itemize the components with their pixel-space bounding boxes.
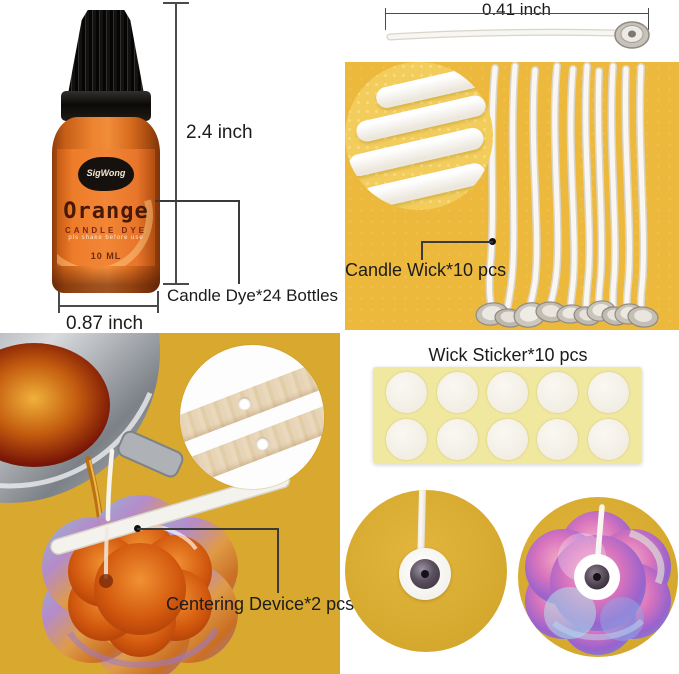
wick-sticker [487,419,528,460]
width-line [58,305,158,307]
wick-sticker-sheet [373,367,642,464]
flower-glass-container [42,495,238,674]
applied-wick-sticker [399,548,451,600]
wick-sustainer-tab [614,21,650,49]
wick-lower [104,527,109,579]
wick-sticker [537,372,578,413]
width-line-right-tick [157,291,159,313]
dye-callout-line-h [155,200,239,202]
wick-sticker [588,419,629,460]
horizontal-wick-photo [386,21,650,49]
sustainer-hole [421,570,429,578]
dye-color-name: Orange [63,199,149,224]
height-line [175,2,177,284]
wick-sticker [487,372,528,413]
wick-measure-right-tick [648,8,650,30]
bottle-dropper-cap [68,10,144,94]
candle-holder-photo-circle [518,497,678,657]
bottle-width-label: 0.87 inch [66,313,144,334]
wick-callout-line-h [421,241,493,243]
centering-device-hole [238,397,251,410]
wick-width-label: 0.41 inch [482,0,551,19]
wick-sticker [437,419,478,460]
brand-name: SigWong [86,168,126,178]
bottle-cap-collar [61,91,151,121]
centering-callout-line-v [277,528,279,593]
dye-callout-label: Candle Dye*24 Bottles [167,286,339,305]
wax-pouring-photo [0,333,340,674]
mounted-wick-photo-circle [345,490,507,652]
bottle-label: SigWong Orange CANDLE DYE pls shake befo… [57,149,155,266]
brand-logo: SigWong [78,157,134,191]
centering-callout-label: Centering Device*2 pcs [166,594,355,614]
bottle-height-label: 2.4 inch [186,122,253,143]
sustainer-hole [593,573,601,581]
wick-sticker [386,419,427,460]
wick-sticker [537,419,578,460]
dye-callout-line-v [238,200,240,284]
volume-text: 10 ML [90,251,122,261]
wick-tip-zoom-inset [345,62,493,210]
wick-sticker [588,372,629,413]
centering-device-hole [256,437,269,450]
wick-sticker [437,372,478,413]
shake-note-text: pls shake before use [68,235,144,241]
wick-measure-line [385,13,648,15]
centering-device-zoom-inset [180,345,324,489]
wick-sustainer-tabs [475,300,659,328]
wick-sticker-title: Wick Sticker*10 pcs [428,345,588,365]
wick-measure-left-tick [385,8,387,30]
product-type-text: CANDLE DYE [64,226,147,235]
pot-handle-bracket [117,430,184,478]
height-line-bottom-cap [163,283,189,285]
wick-callout-label: Candle Wick*10 pcs [345,260,507,280]
melted-wax-pool [0,343,110,467]
wick-callout-line-v [421,241,423,260]
wick-sustainer-base [410,559,440,589]
wick-upper [105,448,115,522]
width-line-left-tick [58,291,60,313]
tie-dye-holder-graphic [525,504,671,655]
wick-bundle-graphic [475,62,659,328]
pouring-scene-graphic [0,333,291,674]
candle-wick-photo-panel: Candle Wick*10 pcs [345,62,679,330]
wick-sticker [386,372,427,413]
centering-callout-line-h [137,528,277,530]
